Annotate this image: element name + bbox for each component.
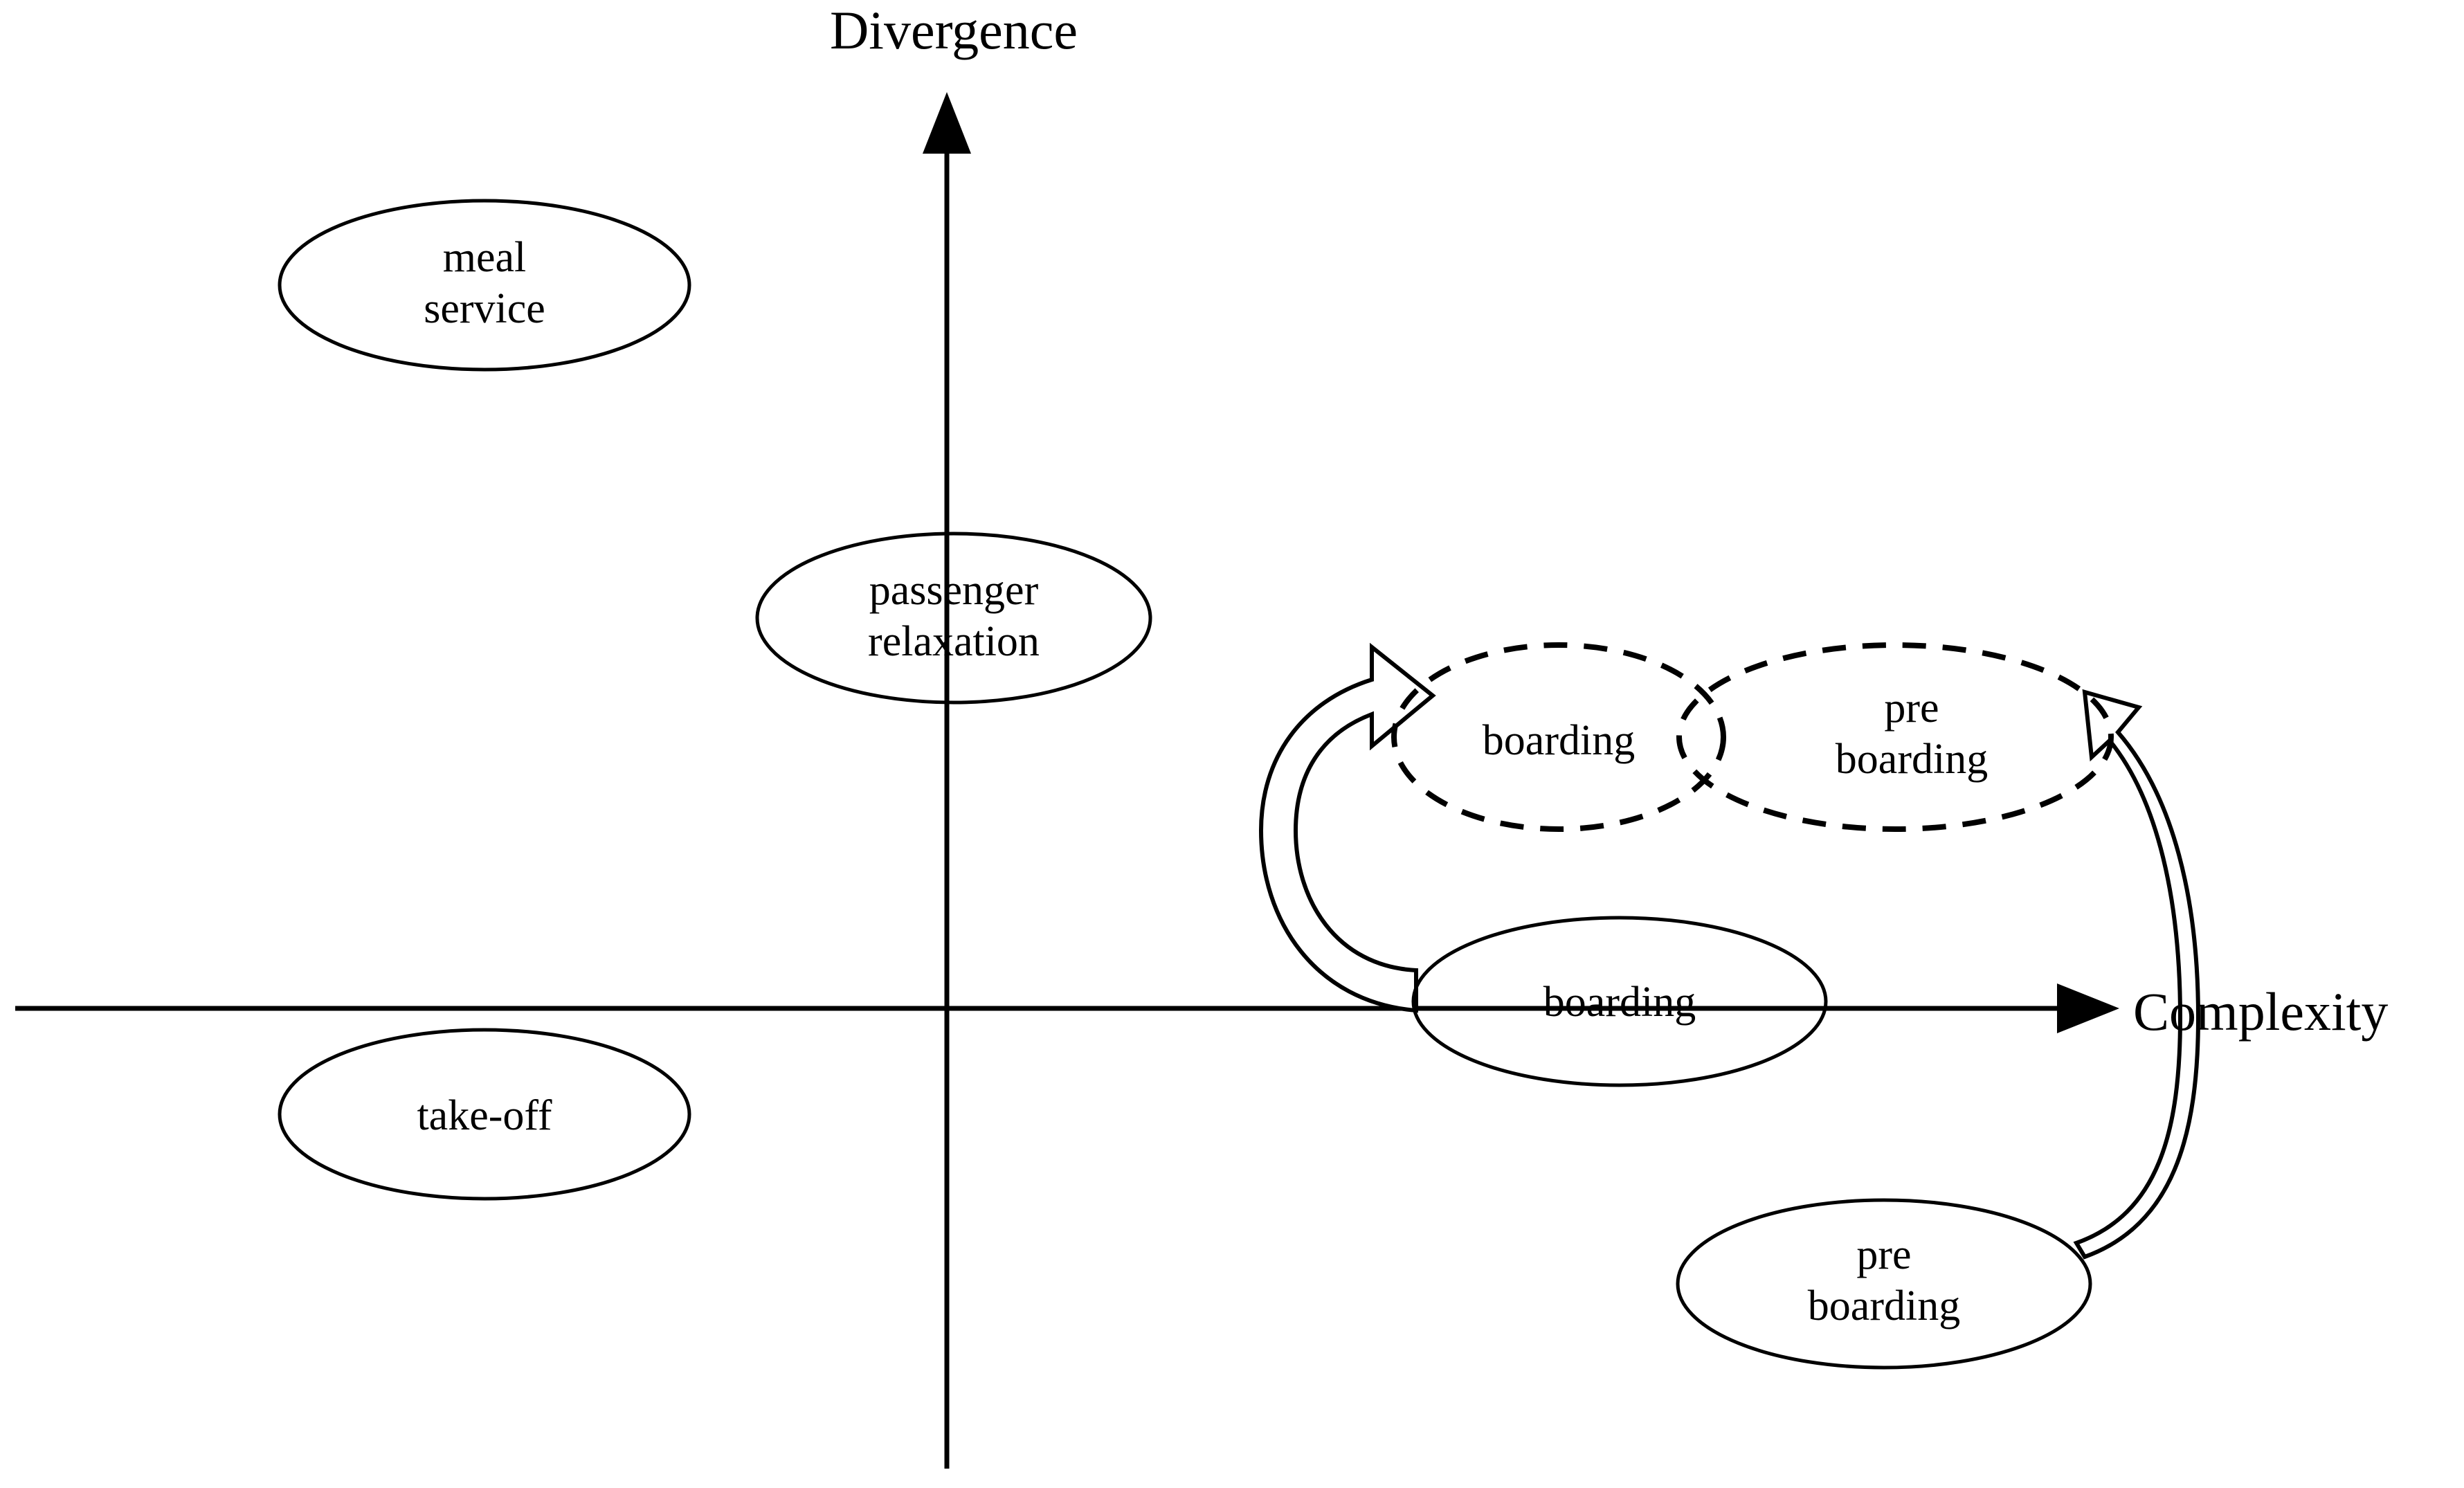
node-pre-boarding-dashed-label-line-1: boarding (1836, 736, 1988, 783)
node-boarding-solid-shape[interactable] (1411, 916, 1828, 1087)
node-meal-service-shape[interactable] (278, 199, 691, 372)
connector-pre-boarding-ribbon-arrow[interactable] (2073, 689, 2201, 1260)
node-pre-boarding-solid-label: pre boarding (1808, 1231, 1960, 1330)
vertical-axis-arrowhead (923, 92, 971, 154)
node-boarding-solid-label-line-0: boarding (1543, 979, 1696, 1026)
node-pre-boarding-solid-shape[interactable] (1676, 1198, 2092, 1370)
connector-boarding-ribbon-arrow[interactable] (1258, 642, 1436, 1013)
node-meal-service-label: meal service (424, 234, 545, 332)
node-meal-service-label-line-0: meal (443, 234, 527, 281)
node-boarding-dashed-shape[interactable] (1391, 642, 1726, 832)
node-take-off-shape[interactable] (278, 1028, 691, 1201)
node-take-off-label: take-off (417, 1092, 552, 1139)
node-passenger-relaxation-label-line-0: passenger (869, 567, 1039, 614)
vertical-axis (923, 92, 971, 1469)
horizontal-axis (15, 983, 2119, 1033)
node-take-off-label-line-0: take-off (417, 1092, 552, 1139)
node-boarding-solid-label: boarding (1543, 979, 1696, 1026)
node-pre-boarding-dashed-label: pre boarding (1836, 684, 1988, 783)
vertical-axis-label: Divergence (830, 0, 1078, 60)
node-meal-service-label-line-1: service (424, 285, 545, 332)
node-pre-boarding-dashed-shape[interactable] (1676, 642, 2114, 832)
node-passenger-relaxation-label: passenger relaxation (868, 567, 1040, 665)
node-pre-boarding-solid-label-line-0: pre (1856, 1231, 1911, 1278)
node-boarding-dashed-label: boarding (1483, 717, 1635, 764)
node-passenger-relaxation-shape[interactable] (755, 532, 1152, 705)
node-boarding-dashed-label-line-0: boarding (1483, 717, 1635, 764)
horizontal-axis-arrowhead (2057, 983, 2119, 1033)
node-passenger-relaxation-label-line-1: relaxation (868, 618, 1040, 665)
node-pre-boarding-dashed-label-line-0: pre (1884, 684, 1939, 732)
horizontal-axis-label: Complexity (2133, 981, 2388, 1042)
node-pre-boarding-solid-label-line-1: boarding (1808, 1282, 1960, 1330)
